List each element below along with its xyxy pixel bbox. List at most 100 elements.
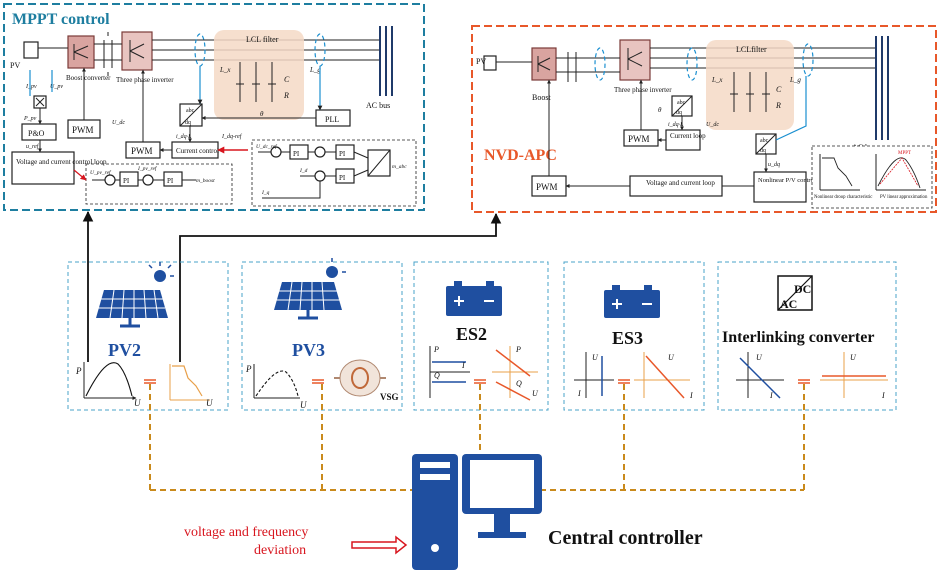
pi-label-1: PI (123, 177, 130, 185)
pi-box-1 (119, 171, 139, 187)
es3-left-axes (574, 352, 614, 398)
inv-pi-label-1: PI (293, 150, 300, 158)
deviation-line2: deviation (254, 543, 306, 558)
es3-u-axis: U (592, 353, 599, 362)
inv-pi-label-2: PI (339, 150, 346, 158)
vc-loop-label: Voltage and current control loop (16, 158, 107, 166)
pv3-pu-curve (255, 370, 299, 397)
es3-right-axes (634, 352, 690, 398)
mboost-label: m_boost (196, 178, 215, 184)
pv2-switch-icon (144, 379, 156, 384)
abc-dq-divider (179, 103, 203, 127)
id-label: I_d (299, 168, 308, 174)
central-controller-label: Central controller (548, 527, 703, 549)
inv-sum-3 (314, 170, 326, 182)
es3-i-axis-2: I (689, 391, 693, 400)
nvd-inset2-curve (877, 157, 921, 189)
unit-ic-box (717, 261, 897, 411)
nvd-pv-label: PV (476, 57, 486, 66)
ic-label: Interlinking converter (722, 329, 874, 346)
lcl-filter-region (214, 30, 304, 120)
boost-converter-block (67, 35, 95, 69)
theta-label: θ (260, 110, 264, 118)
nvd-dq-2-label: dq (760, 148, 766, 154)
nvd-c-label: C (776, 85, 782, 94)
es3-battery-icon (604, 285, 660, 318)
vc-to-detail-arrow (73, 169, 87, 181)
ic-switch-icon (798, 379, 810, 384)
es3-switch-icon (618, 379, 630, 384)
nvd-inverter-switch-icon (627, 48, 643, 70)
pv-source-icon (23, 41, 39, 59)
pv3-switch-icon (312, 379, 324, 384)
lcl-c-label: C (284, 75, 290, 84)
nvd-inset1-axes (819, 154, 860, 191)
nvd-udq-label: u_dq (768, 162, 780, 168)
ic-right-axes (820, 352, 888, 398)
nvd-inset2-label: PV linear approximation (880, 195, 928, 200)
nvd-lcl-label: LCLfilter (736, 45, 767, 54)
nvd-inset2-approx (879, 157, 919, 187)
dc-ac-converter-icon (777, 275, 813, 311)
nvd-panel-border (471, 25, 937, 213)
nvd-dq-label: dq (676, 110, 682, 116)
current-control-label: Current control (176, 147, 219, 155)
nvd-abc-label: abc (677, 100, 686, 106)
nvd-apc-panel: NVD-APC PV Boost Three phase inverter LC… (471, 25, 937, 213)
nvd-title: NVD-APC (484, 147, 557, 164)
units-row: PV2 PV3 ES2 ES3 (67, 258, 897, 411)
nvd-boost-label: Boost (532, 93, 551, 102)
ic-dc-label: DC (794, 282, 811, 296)
es2-switch-icon (474, 379, 486, 384)
nvd-inset1-label: Nonlinear droop characteristic (814, 195, 872, 200)
es2-q-axis-2: Q (516, 379, 522, 388)
ipv-ref-label: I_pv_ref (137, 165, 158, 172)
es2-i-axis: I (461, 361, 465, 370)
nvd-nonlinear-block (753, 171, 807, 203)
es3-u-axis-2: U (668, 353, 675, 362)
inverter-pi-detail-box (251, 139, 417, 207)
inverter-label: Three phase inverter (116, 76, 174, 84)
mppt-control-panel: MPPT control PV Boost converter Three ph… (3, 3, 425, 211)
nvd-inset-box (811, 145, 933, 209)
nvd-ac-bus-lines (875, 36, 889, 140)
nvd-inverter-label: Three phase inverter (614, 86, 672, 94)
nvd-inset1-curve (822, 157, 853, 187)
nvd-theta-label: θ (658, 106, 662, 114)
ipv-label: I_pv (25, 84, 37, 90)
vsg-machine-icon (334, 359, 386, 397)
nvd-boost-switch-icon (537, 56, 551, 72)
pll-label: PLL (325, 115, 339, 124)
nvd-boost-block (531, 47, 557, 81)
nvd-capacitor-icon (567, 52, 577, 82)
nvd-voltage-sensor-icon (802, 43, 814, 77)
pv-sense-lines (29, 70, 53, 96)
es2-p-axis: P (433, 345, 439, 354)
nvd-inverter-block (619, 39, 651, 81)
po-label: P&O (28, 129, 45, 138)
unit-es3-box (563, 261, 705, 411)
nvd-abc-dq-divider (671, 95, 693, 117)
deviation-arrow-icon (351, 535, 408, 555)
boost-pi-detail-box (85, 163, 233, 205)
unit-pv2-box (67, 261, 229, 411)
mabc-label: m_abc (392, 164, 407, 170)
multiply-icon (35, 97, 45, 107)
nvd-pwm-boost-label: PWM (536, 182, 558, 192)
nvd-udc-label: U_dc (706, 122, 719, 128)
ic-u-axis: U (756, 353, 763, 362)
nvd-lx-label: L_x (711, 76, 723, 84)
nvd-inset2-axes (875, 154, 926, 191)
es2-u-axis: U (532, 389, 539, 398)
es3-label: ES3 (612, 328, 643, 348)
dc-link-capacitor-icon (103, 32, 113, 76)
upv-ref-label: U_pv_ref (90, 169, 112, 176)
nvd-abc-dq-2-divider (755, 133, 777, 155)
nvd-current-sensor-2-icon (686, 47, 698, 81)
unit-es2-box (413, 261, 549, 411)
ppv-label: P_pv (23, 116, 37, 122)
inv-dq-abc-divider (367, 149, 391, 177)
nvd-lg-label: L_g (789, 76, 801, 84)
lcl-r-label: R (283, 91, 289, 100)
boost-switch-icon (73, 44, 89, 60)
